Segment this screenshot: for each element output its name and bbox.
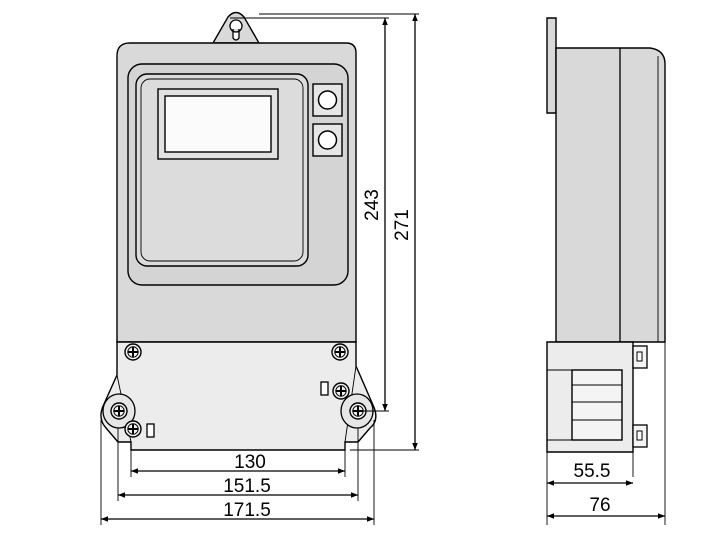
side-view (546, 17, 666, 453)
terminal-clip (632, 424, 648, 448)
screw-icon (124, 343, 142, 361)
dimension-label-243: 243 (362, 189, 383, 221)
mounting-plate (546, 17, 557, 114)
front-view (100, 11, 377, 451)
keyhole-slot (229, 19, 243, 41)
side-body (555, 47, 666, 343)
seal-slot (320, 381, 329, 396)
meter-window-inner (140, 78, 304, 262)
dimension-label-171-5: 171.5 (223, 500, 271, 521)
terminal-clip (632, 345, 648, 369)
screw-icon (110, 402, 128, 420)
dimension-label-271: 271 (392, 209, 413, 241)
button-top (312, 83, 343, 117)
side-terminal-block (571, 369, 623, 441)
dimension-lines (101, 14, 418, 522)
display-screen (164, 95, 272, 153)
dimension-label-76: 76 (589, 495, 610, 516)
dimension-label-55-5: 55.5 (574, 461, 611, 482)
extension-lines (100, 13, 419, 525)
screw-icon (124, 420, 142, 438)
dimension-label-151-5: 151.5 (223, 476, 271, 497)
seal-slot (146, 423, 155, 438)
screw-icon (331, 343, 349, 361)
extension-lines (546, 342, 666, 525)
dimension-lines (547, 480, 665, 519)
dimension-label-130: 130 (234, 452, 266, 473)
button-bottom (312, 123, 343, 157)
screw-icon (332, 382, 350, 400)
